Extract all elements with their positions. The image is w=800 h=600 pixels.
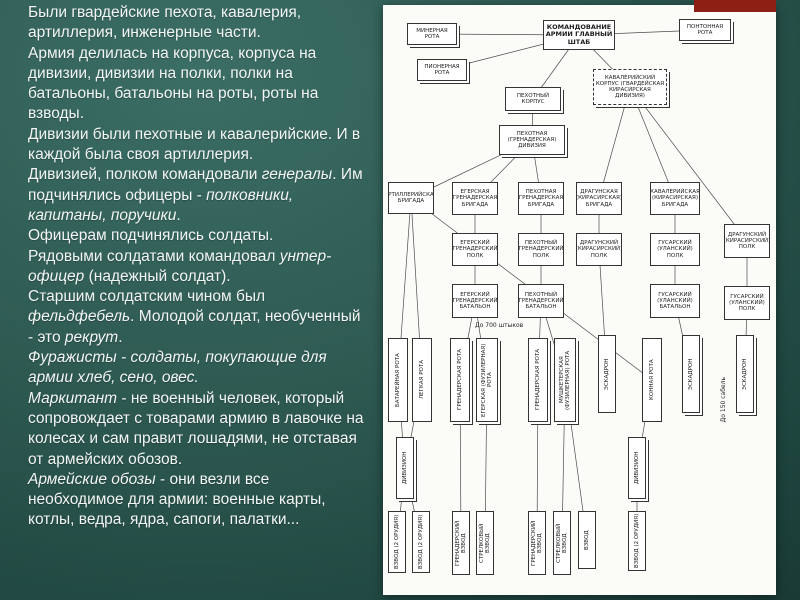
diagram-node-artbrig: Артиллерийская бригада [388,182,434,214]
paragraph: Офицерам подчинялись солдаты. [28,227,274,245]
diagram-node-dragpolk: Драгунский (кирасирский) полк [576,233,622,266]
diagram-node-pehkorpus: Пехотный корпус [505,87,561,111]
diagram-node-grenrota1: Гренадерская рота [450,338,470,422]
diagram-annotation: До 700 штыков [475,322,524,329]
paragraph: Фуражисты - солдаты, покупающие для арми… [28,349,327,387]
diagram-node-strelvzvod1: Стрелковый взвод [476,511,494,575]
diagram-node-dragbrig: Драгунская (кирасирская) бригада [576,182,622,215]
diagram-node-legrota: Легкая рота [412,338,432,422]
diagram-node-grenvzvod1: Гренадерский взвод [452,511,470,575]
diagram-node-pehbat: Пехотный (гренадерский) батальон [518,284,564,318]
diagram-node-eskadron3: Эскадрон [736,335,754,413]
diagram-node-divizion1: Дивизион [396,437,414,499]
diagram-edges-layer [396,29,748,544]
diagram-panel: Минерная рота Командование армии Главный … [383,5,776,595]
diagram-node-egerbrig: Егерская (гренадерская) бригада [452,182,498,215]
diagram-node-gusarpolk: Гусарский (уланский) полк [650,233,700,266]
diagram-node-strelvzvod2: Стрелковый взвод [553,511,571,575]
diagram-node-mushrota: Мушкетерская (фузилерная) рота [554,338,576,422]
accent-bar [694,0,776,12]
diagram-node-vzvod1: Взвод (2 орудия) [388,511,406,573]
diagram-node-pionernaya: Пионерная рота [417,59,467,81]
diagram-node-eskadron1: Эскадрон [598,335,616,413]
paragraph: Были гвардейские пехота, кавалерия, арти… [28,4,302,42]
diagram-node-eskadron2: Эскадрон [682,335,700,413]
diagram-node-minernaya: Минерная рота [407,23,457,45]
diagram-node-egerrota: Егерская (фузилерная) рота [476,338,498,422]
diagram-node-vzvod3: Взвод [578,511,596,569]
diagram-node-gusarbat: Гусарский (уланский) батальон [650,284,700,318]
paragraph: Рядовыми солдатами командовал унтер-офиц… [28,247,332,285]
diagram-node-batrota: Батарейная рота [388,338,408,422]
diagram-node-vzvod2: Взвод (2 орудия) [412,511,430,573]
diagram-node-grenrota2: Гренадерская рота [528,338,548,422]
paragraph: Дивизии были пехотные и кавалерийские. И… [28,125,361,164]
diagram-node-pehpolk: Пехотный (гренадерский) полк [518,233,564,266]
diagram-node-egerbat: Егерский (гренадерский) батальон [452,284,498,318]
diagram-node-dragpolk2: Драгунский (кирасирский) полк [724,224,770,258]
diagram-node-divizion2: Дивизион [628,437,646,499]
text-block: Были гвардейские пехота, кавалерия, арти… [28,3,366,531]
diagram-node-vzvod4: Взвод (2 орудия) [628,511,646,571]
paragraph: Дивизией, полком командовали генералы. И… [28,166,363,224]
diagram-node-pehdiv: Пехотная (гренадерская) дивизия [499,125,565,155]
diagram-node-pontonnaya: Понтонная рота [679,19,731,41]
paragraph: Маркитант - не военный человек, который … [28,389,364,468]
diagram-node-gusarpolk2: Гусарский (уланский) полк [724,286,770,320]
paragraph: Старшим солдатским чином был фельдфебель… [28,288,361,346]
paragraph: Армия делилась на корпуса, корпуса на ди… [28,44,319,123]
diagram-node-pehbrig: Пехотная (гренадерская) бригада [518,182,564,215]
diagram-node-egerpolk: Егерский (гренадерский) полк [452,233,498,266]
diagram-node-konrota: Конная рота [642,338,662,422]
paragraph: Армейские обозы - они везли все необходи… [28,470,326,529]
diagram-node-hq: Командование армии Главный штаб [543,20,615,50]
diagram-annotation: До 150 сабель [720,377,727,423]
diagram-node-grenvzvod2: Гренадерский взвод [528,511,546,575]
diagram-node-kavkorpus: Кавалерийский корпус (гвардейская кираси… [593,69,667,105]
diagram-node-kavbrig: Кавалерийская (кирасирская) бригада [650,182,700,215]
